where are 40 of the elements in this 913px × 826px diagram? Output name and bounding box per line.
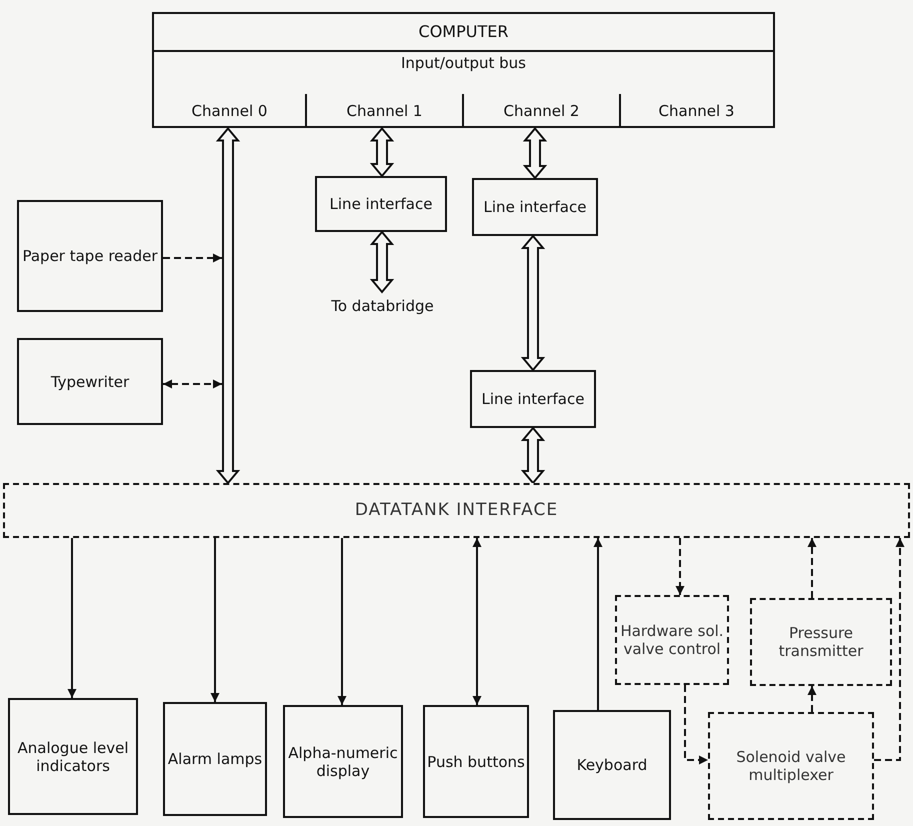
unit-box: Solenoid valve multiplexer xyxy=(708,712,874,820)
channel-cell: Channel 0 xyxy=(154,94,305,128)
arrow xyxy=(594,538,602,710)
unit-box: Alarm lamps xyxy=(163,702,267,816)
double-arrow xyxy=(370,126,394,178)
arrow xyxy=(874,538,904,761)
unit-box: Alpha-numeric display xyxy=(283,705,403,818)
double-arrow xyxy=(522,126,548,180)
unit-box: Pressure transmitter xyxy=(750,598,892,686)
arrow xyxy=(210,538,220,702)
double-arrow xyxy=(370,230,394,294)
unit-box: Analogue level indicators xyxy=(8,698,138,815)
double-arrow xyxy=(520,234,546,372)
unit-box: Keyboard xyxy=(553,710,671,820)
destination-text: To databridge xyxy=(295,292,470,320)
arrow xyxy=(338,538,346,705)
computer-title: COMPUTER xyxy=(154,14,773,52)
unit-box: Hardware sol. valve control xyxy=(615,595,729,685)
channel-cell: Channel 3 xyxy=(619,94,772,128)
unit-box: Line interface xyxy=(315,176,447,232)
arrow xyxy=(808,538,816,598)
unit-box: Typewriter xyxy=(17,338,163,425)
double-arrow xyxy=(216,126,240,485)
arrow xyxy=(163,254,222,262)
arrow xyxy=(808,686,816,712)
arrow xyxy=(684,685,708,764)
double-arrow xyxy=(520,426,546,485)
unit-box: Push buttons xyxy=(423,705,529,818)
unit-box: Paper tape reader xyxy=(17,200,163,312)
computer-box xyxy=(152,12,775,128)
channel-cell: Channel 1 xyxy=(305,94,462,128)
unit-box: Line interface xyxy=(470,370,596,428)
channel-cell: Channel 2 xyxy=(462,94,619,128)
arrow xyxy=(68,538,76,698)
arrow xyxy=(472,538,482,705)
arrow xyxy=(163,380,222,388)
interface-bar: DATATANK INTERFACE xyxy=(3,483,910,538)
bus-label: Input/output bus xyxy=(400,54,527,72)
unit-box: Line interface xyxy=(472,178,598,236)
arrow xyxy=(676,538,684,595)
